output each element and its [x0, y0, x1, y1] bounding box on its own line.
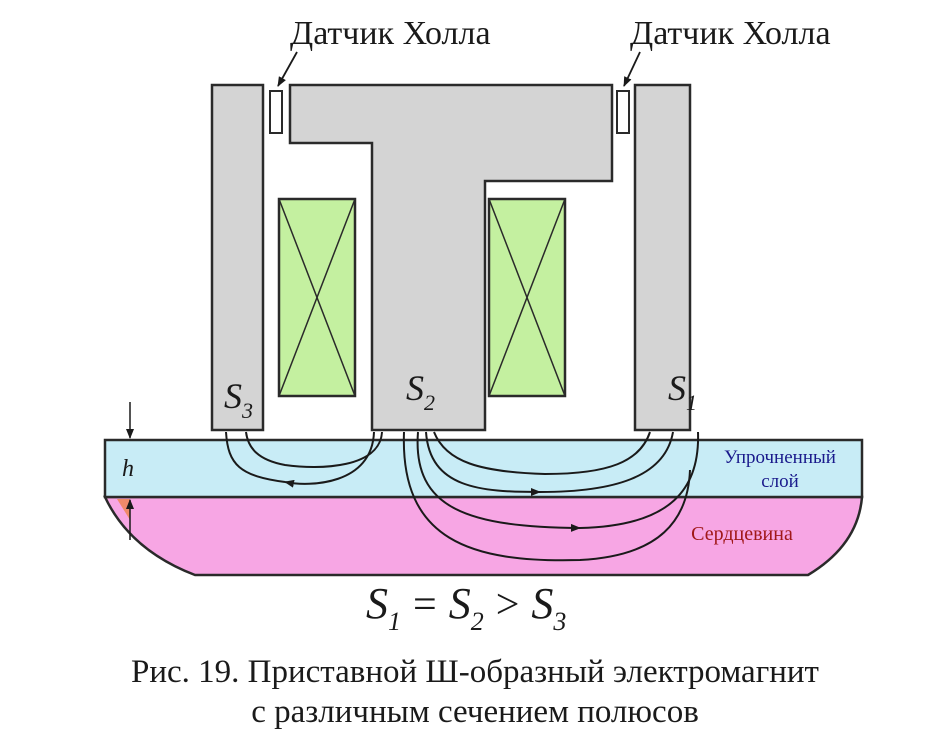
sensor-left-pointer	[277, 51, 298, 87]
left-coil	[277, 197, 357, 398]
flux-lines	[225, 431, 700, 562]
flux-line-s2-s1-lower	[416, 431, 581, 532]
right-coil	[487, 197, 567, 398]
pole-label-s2: S2	[406, 368, 435, 415]
hardened-layer-label-line1: Упрочненный	[724, 447, 836, 468]
core-region	[103, 495, 864, 577]
right-pole	[633, 83, 692, 432]
pole-equation: S1=S2>S3	[366, 579, 566, 636]
flux-line-s2-s1-upper	[425, 431, 541, 496]
core-label: Сердцевина	[691, 523, 793, 545]
depth-label: h	[122, 456, 134, 482]
flux-line-s2-deep	[402, 431, 691, 562]
pole-label-s1: S1	[668, 368, 697, 415]
pole-label-s3: S3	[224, 376, 253, 423]
left-pole	[210, 83, 265, 432]
figure-caption-line1: Рис. 19. Приставной Ш-образный электрома…	[131, 654, 819, 690]
sensor-right-pointer	[623, 51, 641, 87]
figure-caption-line2: с различным сечением полюсов	[251, 694, 699, 730]
hall-sensor-right	[616, 90, 630, 134]
hall-sensor-left	[269, 90, 283, 134]
flux-line-s2-s1-inner	[433, 431, 651, 476]
hardened-layer	[103, 438, 864, 499]
center-pole-yoke	[288, 83, 614, 432]
flux-line-s2-s3-inner	[245, 431, 383, 469]
hardened-layer-label-line2: слой	[761, 471, 799, 492]
flux-line-s2-s3-outer	[284, 431, 375, 488]
sensor-right-label: Датчик Холла	[630, 15, 831, 52]
sensor-left-label: Датчик Холла	[290, 15, 491, 52]
